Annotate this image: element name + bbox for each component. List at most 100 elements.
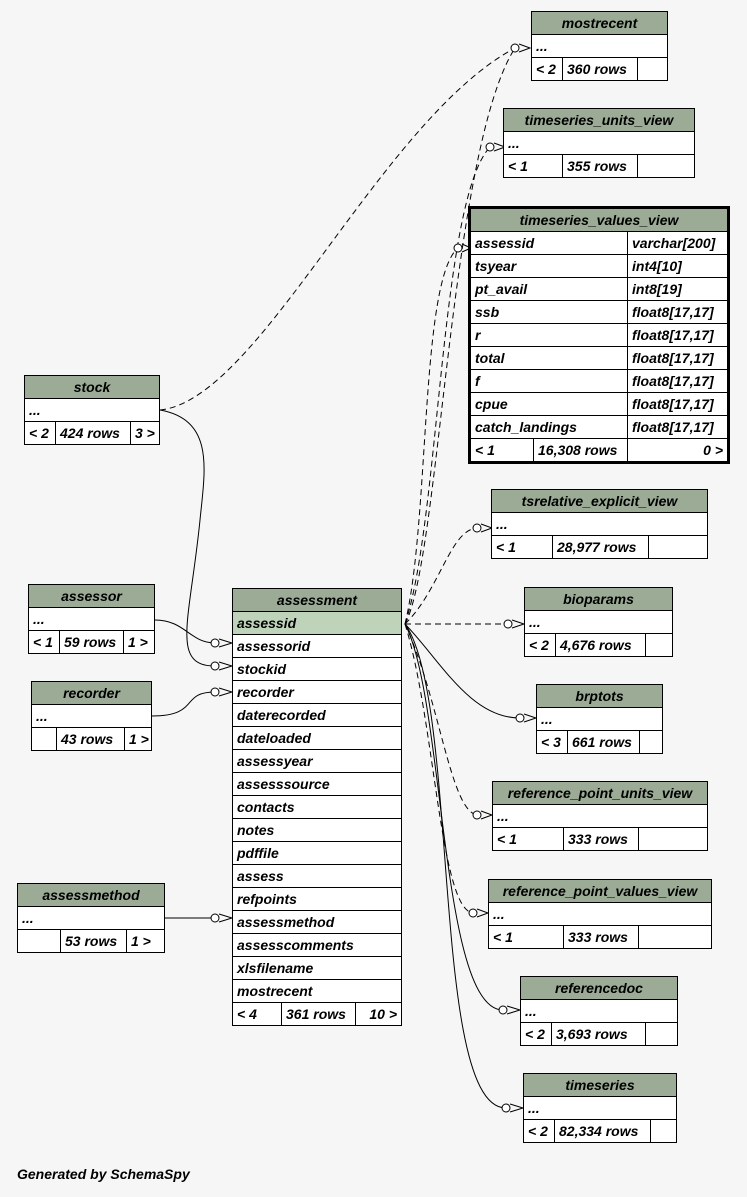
column-name: assess xyxy=(237,868,284,884)
columns-ellipsis: ... xyxy=(529,614,541,630)
child-count xyxy=(638,828,707,850)
column-name: assessorid xyxy=(237,638,311,654)
column-type: varchar[200] xyxy=(627,232,727,254)
column-name: assessid xyxy=(475,235,535,251)
table-timeseries-units-view[interactable]: timeseries_units_view ... < 1 355 rows xyxy=(503,108,695,178)
table-timeseries-values-view[interactable]: timeseries_values_view assessid varchar[2… xyxy=(468,206,730,464)
table-referencedoc[interactable]: referencedoc ... < 2 3,693 rows xyxy=(520,976,678,1046)
columns-ellipsis: ... xyxy=(29,402,41,418)
column-name: assesscomments xyxy=(237,937,354,953)
parent-count: < 1 xyxy=(493,929,513,945)
table-title[interactable]: bioparams xyxy=(525,588,672,611)
column-name: f xyxy=(475,373,480,389)
row-count: 360 rows xyxy=(562,58,637,80)
columns-ellipsis: ... xyxy=(22,910,34,926)
column-name: recorder xyxy=(237,684,294,700)
column-name: tsyear xyxy=(475,258,517,274)
row-count: 28,977 rows xyxy=(552,536,648,558)
table-timeseries[interactable]: timeseries ... < 2 82,334 rows xyxy=(523,1073,677,1143)
column-name: assessyear xyxy=(237,753,313,769)
table-title[interactable]: stock xyxy=(25,376,159,399)
column-type: int4[10] xyxy=(627,255,727,277)
column-type: float8[17,17] xyxy=(627,301,727,323)
edge-timeseries-values-view xyxy=(404,247,459,625)
child-count xyxy=(638,926,711,948)
row-count: 53 rows xyxy=(60,930,126,952)
row-count: 361 rows xyxy=(281,1003,355,1025)
table-title[interactable]: timeseries_values_view xyxy=(471,209,727,232)
child-count xyxy=(648,536,707,558)
row-count: 355 rows xyxy=(562,155,637,177)
table-assessor[interactable]: assessor ... < 1 59 rows 1 > xyxy=(28,584,155,654)
table-reference-point-values-view[interactable]: reference_point_values_view ... < 1 333 … xyxy=(488,879,712,949)
table-title[interactable]: brptots xyxy=(537,685,662,708)
parent-count: < 2 xyxy=(529,637,549,653)
child-count: 3 > xyxy=(130,422,159,444)
child-count xyxy=(645,1023,677,1045)
parent-count: < 1 xyxy=(497,831,517,847)
row-count: 661 rows xyxy=(567,731,639,753)
table-title[interactable]: timeseries xyxy=(524,1074,676,1097)
table-title[interactable]: tsrelative_explicit_view xyxy=(492,490,707,513)
table-tsrelative-explicit-view[interactable]: tsrelative_explicit_view ... < 1 28,977 … xyxy=(491,489,708,559)
columns-ellipsis: ... xyxy=(497,808,509,824)
table-title[interactable]: assessment xyxy=(233,589,401,612)
column-name: mostrecent xyxy=(237,983,313,999)
child-count: 1 > xyxy=(123,631,154,653)
table-title[interactable]: mostrecent xyxy=(532,12,667,35)
table-title[interactable]: recorder xyxy=(32,682,151,705)
column-name: stockid xyxy=(237,661,287,677)
table-reference-point-units-view[interactable]: reference_point_units_view ... < 1 333 r… xyxy=(492,781,708,851)
table-bioparams[interactable]: bioparams ... < 2 4,676 rows xyxy=(524,587,673,657)
child-count xyxy=(639,731,662,753)
table-title[interactable]: assessor xyxy=(29,585,154,608)
column-name: assessmethod xyxy=(237,914,335,930)
parent-count xyxy=(18,930,60,952)
child-count: 10 > xyxy=(355,1003,401,1025)
column-name: cpue xyxy=(475,396,508,412)
table-brptots[interactable]: brptots ... < 3 661 rows xyxy=(536,684,663,754)
child-count: 0 > xyxy=(627,439,727,461)
table-title[interactable]: referencedoc xyxy=(521,977,677,1000)
columns-ellipsis: ... xyxy=(536,38,548,54)
parent-count: < 4 xyxy=(237,1006,257,1022)
parent-count: < 3 xyxy=(541,734,561,750)
column-name: dateloaded xyxy=(237,730,311,746)
column-name: refpoints xyxy=(237,891,297,907)
row-count: 333 rows xyxy=(563,828,638,850)
column-name: xlsfilename xyxy=(237,960,314,976)
child-count xyxy=(637,58,667,80)
column-type: float8[17,17] xyxy=(627,393,727,415)
columns-ellipsis: ... xyxy=(493,906,505,922)
table-mostrecent[interactable]: mostrecent ... < 2 360 rows xyxy=(531,11,668,81)
column-type: float8[17,17] xyxy=(627,416,727,438)
columns-ellipsis: ... xyxy=(496,516,508,532)
column-name: catch_landings xyxy=(475,419,577,435)
column-type: int8[19] xyxy=(627,278,727,300)
parent-count: < 1 xyxy=(33,634,53,650)
column-name: r xyxy=(475,327,481,343)
edge-assessor xyxy=(154,619,216,644)
generated-by-label: Generated by SchemaSpy xyxy=(17,1166,190,1182)
column-name: total xyxy=(475,350,505,366)
table-title[interactable]: timeseries_units_view xyxy=(504,109,694,132)
child-count xyxy=(650,1120,676,1142)
table-title[interactable]: reference_point_values_view xyxy=(489,880,711,903)
parent-count: < 1 xyxy=(508,158,528,174)
column-name: assessid xyxy=(237,615,297,631)
column-type: float8[17,17] xyxy=(627,370,727,392)
row-count: 4,676 rows xyxy=(555,634,645,656)
columns-ellipsis: ... xyxy=(508,135,520,151)
table-recorder[interactable]: recorder ... 43 rows 1 > xyxy=(31,681,152,751)
table-title[interactable]: assessmethod xyxy=(18,884,164,907)
edge-brptots xyxy=(404,623,521,719)
column-name: ssb xyxy=(475,304,500,320)
table-assessmethod[interactable]: assessmethod ... 53 rows 1 > xyxy=(17,883,165,953)
child-count: 1 > xyxy=(126,930,164,952)
table-title[interactable]: reference_point_units_view xyxy=(493,782,707,805)
columns-ellipsis: ... xyxy=(541,711,553,727)
table-assessment[interactable]: assessment assessid assessorid stockid r… xyxy=(232,588,402,1026)
table-stock[interactable]: stock ... < 2 424 rows 3 > xyxy=(24,375,160,445)
edge-timeseries xyxy=(404,623,507,1109)
row-count: 333 rows xyxy=(563,926,638,948)
